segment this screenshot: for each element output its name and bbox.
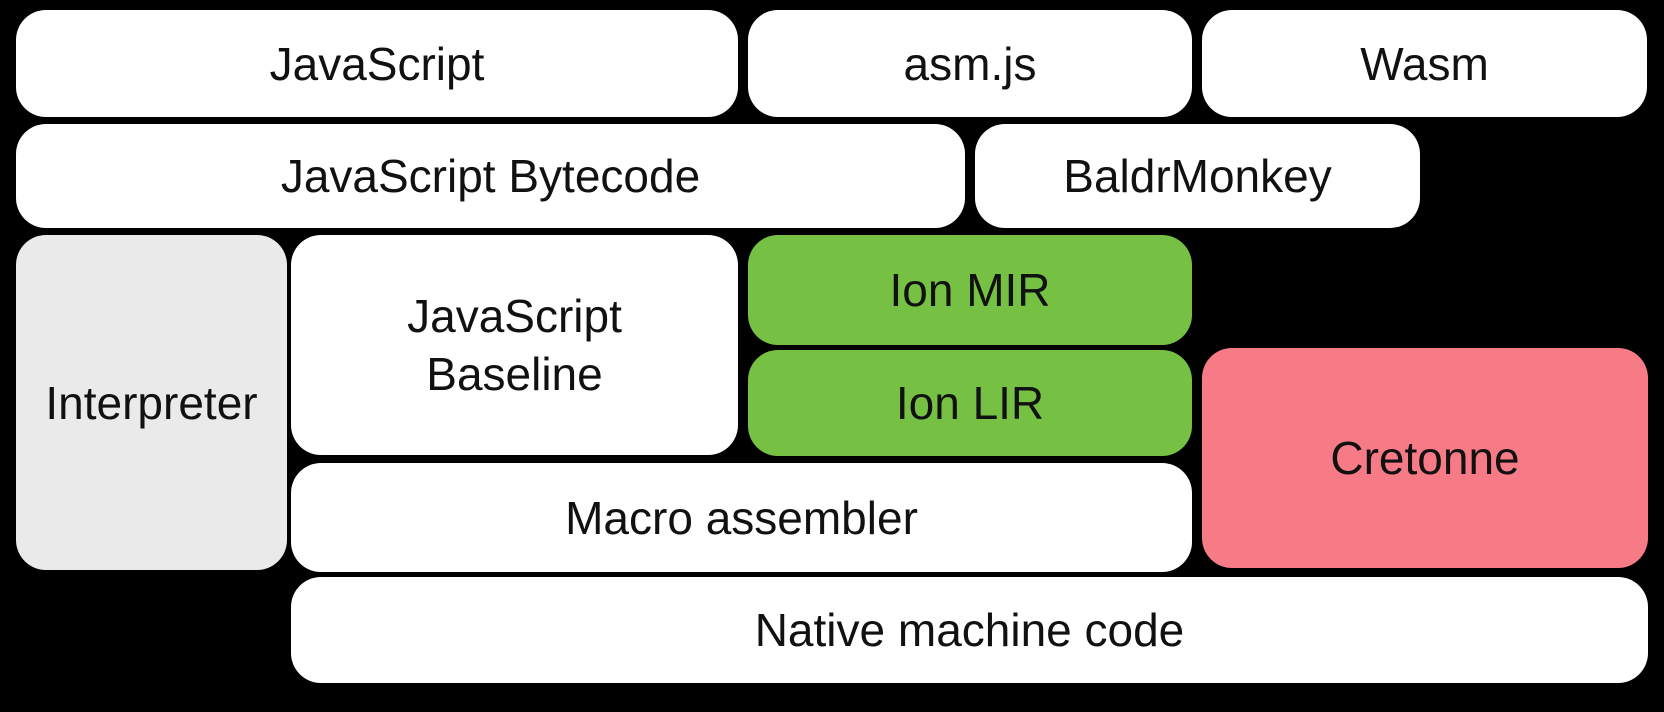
box-wasm: Wasm bbox=[1202, 10, 1647, 117]
box-ion-mir-label: Ion MIR bbox=[889, 264, 1051, 316]
box-javascript-bytecode: JavaScript Bytecode bbox=[16, 124, 965, 228]
box-asmjs-label: asm.js bbox=[903, 37, 1037, 90]
box-native-machine-code: Native machine code bbox=[291, 577, 1648, 683]
box-ion-lir: Ion LIR bbox=[748, 350, 1192, 456]
box-baldrmonkey: BaldrMonkey bbox=[975, 124, 1420, 228]
box-javascript-bytecode-label: JavaScript Bytecode bbox=[280, 150, 701, 202]
box-javascript: JavaScript bbox=[16, 10, 738, 117]
box-javascript-baseline: JavaScript Baseline bbox=[291, 235, 738, 455]
box-macro-assembler: Macro assembler bbox=[291, 463, 1192, 572]
box-interpreter-label: Interpreter bbox=[45, 376, 258, 429]
box-macro-assembler-label: Macro assembler bbox=[565, 491, 918, 544]
box-ion-lir-label: Ion LIR bbox=[895, 377, 1045, 429]
box-javascript-baseline-label-line2: Baseline bbox=[426, 348, 603, 400]
box-baldrmonkey-label: BaldrMonkey bbox=[1063, 150, 1332, 202]
box-wasm-label: Wasm bbox=[1360, 37, 1489, 90]
box-javascript-label: JavaScript bbox=[269, 37, 485, 90]
box-ion-mir: Ion MIR bbox=[748, 235, 1192, 345]
box-javascript-baseline-label-line1: JavaScript bbox=[407, 290, 622, 342]
box-native-machine-code-label: Native machine code bbox=[754, 604, 1185, 656]
box-asmjs: asm.js bbox=[748, 10, 1192, 117]
box-interpreter: Interpreter bbox=[16, 235, 287, 570]
box-cretonne: Cretonne bbox=[1202, 348, 1648, 568]
box-cretonne-label: Cretonne bbox=[1330, 432, 1520, 484]
